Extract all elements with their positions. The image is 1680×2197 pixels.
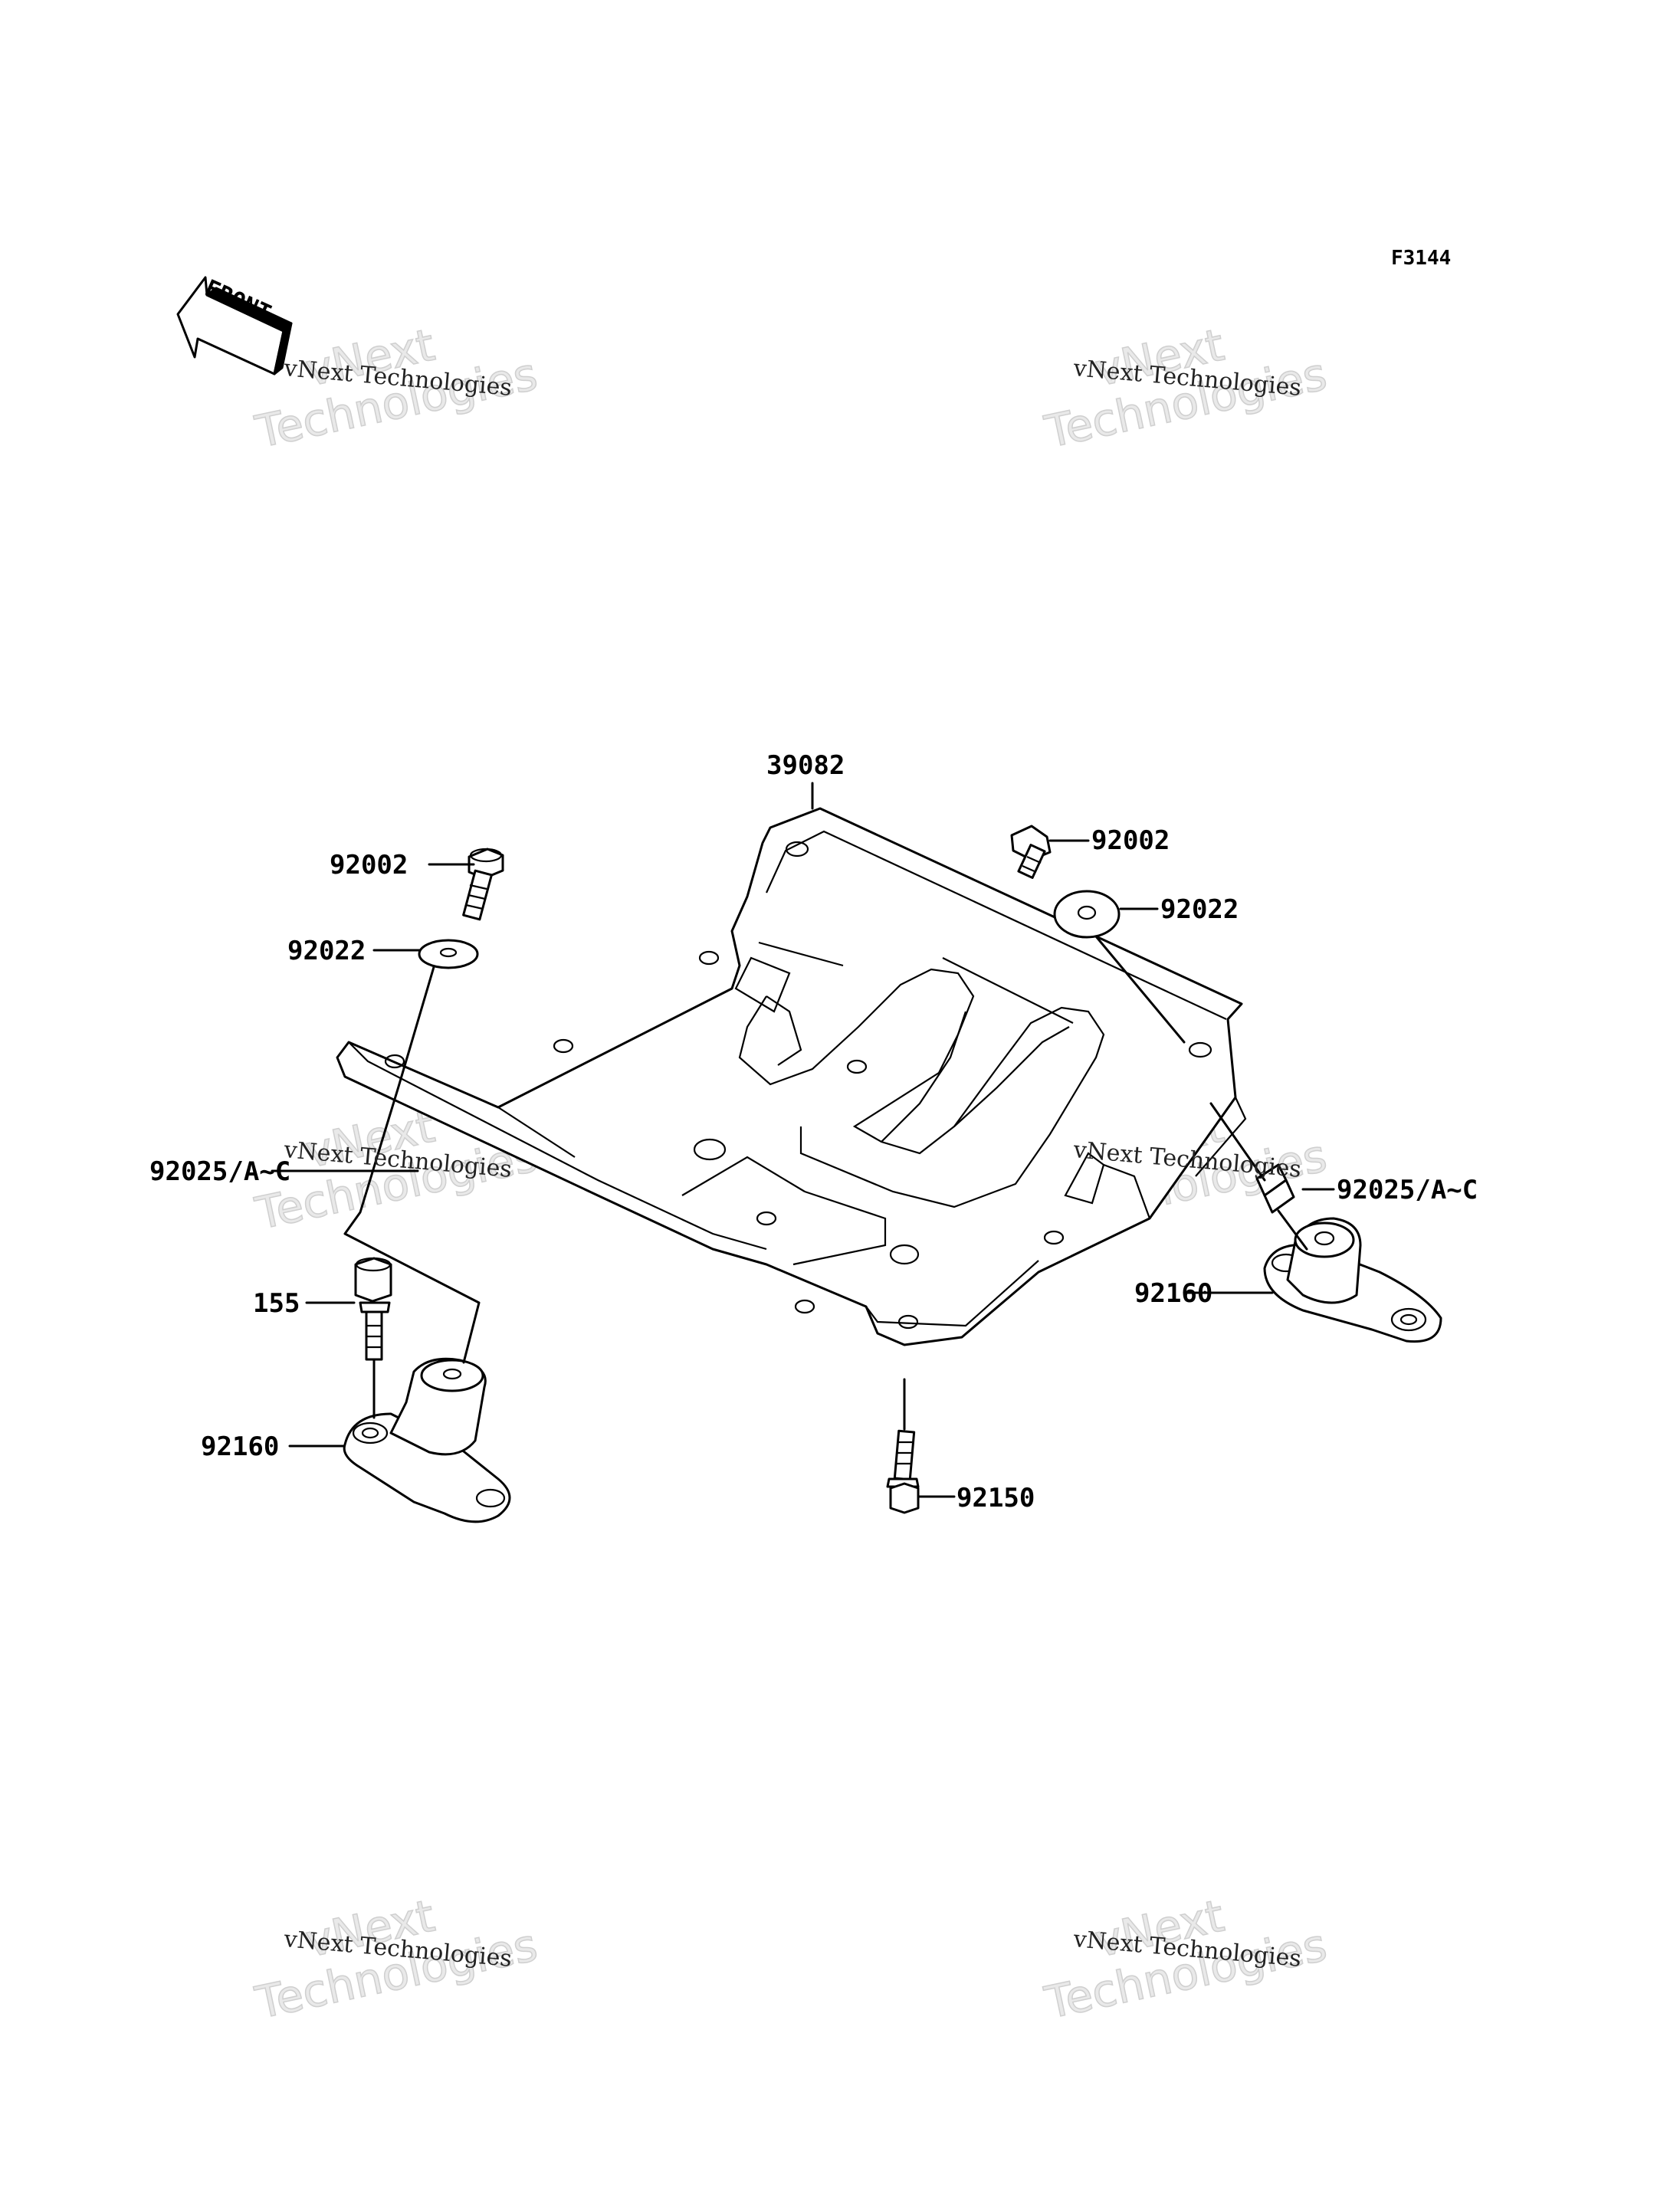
label-39082: 39082 xyxy=(766,750,845,781)
front-arrow-icon: FRONT xyxy=(176,274,293,375)
label-92002-left: 92002 xyxy=(330,850,408,880)
leader-lines xyxy=(271,782,1335,1498)
washer-92022-right-icon xyxy=(1053,890,1121,939)
label-92002-right: 92002 xyxy=(1091,825,1170,856)
damper-92160-left-icon xyxy=(343,1357,511,1523)
label-92022-left: 92022 xyxy=(287,936,366,966)
label-92022-right: 92022 xyxy=(1160,894,1239,925)
label-155: 155 xyxy=(253,1288,300,1319)
bolt-155-icon xyxy=(354,1257,392,1361)
label-92025-right: 92025/A~C xyxy=(1337,1175,1478,1205)
bolt-92150-icon xyxy=(886,1429,920,1514)
figure-code: F3144 xyxy=(1391,247,1451,270)
washer-92022-left-icon xyxy=(418,939,479,969)
damper-92160-right-icon xyxy=(1263,1217,1442,1343)
label-92025-left: 92025/A~C xyxy=(149,1156,290,1187)
skid-plate xyxy=(336,807,1247,1346)
label-92160-left: 92160 xyxy=(201,1431,279,1462)
collar-92025-right-icon xyxy=(1255,1163,1295,1214)
label-92160-right: 92160 xyxy=(1134,1278,1212,1309)
bolt-92002-right-icon xyxy=(1010,825,1052,879)
label-92150: 92150 xyxy=(956,1483,1035,1513)
bolt-92002-left-icon xyxy=(462,848,504,921)
